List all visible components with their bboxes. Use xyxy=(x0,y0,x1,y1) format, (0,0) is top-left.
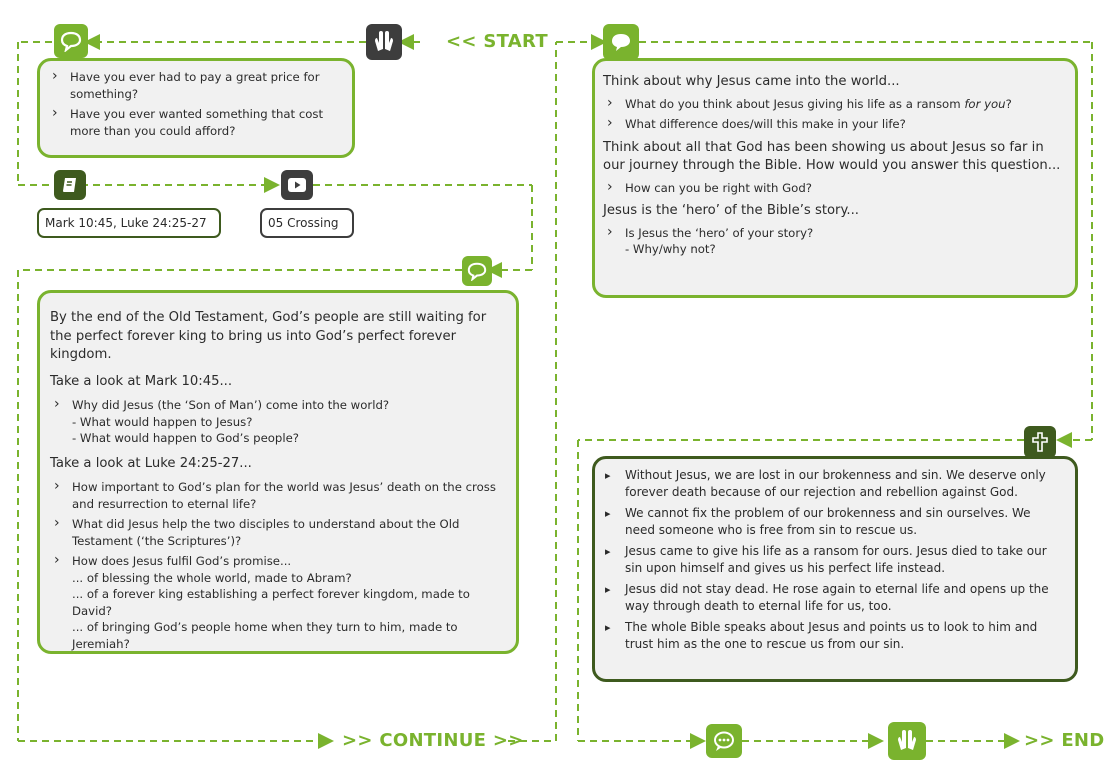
list-item: Why did Jesus (the ‘Son of Man’) come in… xyxy=(50,396,502,447)
list-item: We cannot fix the problem of our brokenn… xyxy=(603,505,1061,539)
list-item: Have you ever had to pay a great price f… xyxy=(48,68,338,102)
lead-text: Think about all that God has been showin… xyxy=(603,139,1061,174)
bible-icon xyxy=(54,170,86,200)
end-label[interactable]: >> END xyxy=(1024,730,1105,751)
bible-reference[interactable]: Mark 10:45, Luke 24:25-27 xyxy=(37,208,221,238)
list-item: Jesus came to give his life as a ransom … xyxy=(603,543,1061,577)
lead-text: Jesus is the ‘hero’ of the Bible’s story… xyxy=(603,203,859,218)
list-item: Have you ever wanted something that cost… xyxy=(48,105,338,139)
main-discussion-box: By the end of the Old Testament, God’s p… xyxy=(37,290,519,654)
section-heading: Take a look at Luke 24:25-27... xyxy=(50,455,252,471)
video-reference[interactable]: 05 Crossing xyxy=(260,208,354,238)
prayer-hands-icon xyxy=(888,722,926,760)
start-label[interactable]: << START xyxy=(446,31,548,52)
chat-bubble-icon xyxy=(706,724,742,758)
warmup-question-box: Have you ever had to pay a great price f… xyxy=(37,58,355,158)
list-item: How important to God’s plan for the worl… xyxy=(50,478,502,512)
list-item: What difference does/will this make in y… xyxy=(603,115,1061,133)
discussion-icon xyxy=(462,256,492,286)
list-item: Is Jesus the ‘hero’ of your story? - Why… xyxy=(603,224,1061,258)
list-item: Jesus did not stay dead. He rose again t… xyxy=(603,581,1061,615)
list-item: How does Jesus fulfil God’s promise... .… xyxy=(50,552,502,652)
discussion-icon xyxy=(54,24,88,58)
list-item: What do you think about Jesus giving his… xyxy=(603,95,1061,113)
video-reference-text: 05 Crossing xyxy=(268,216,339,230)
prayer-hands-icon xyxy=(366,24,402,60)
discussion-icon xyxy=(603,24,639,60)
list-item: What did Jesus help the two disciples to… xyxy=(50,515,502,549)
section-heading: Take a look at Mark 10:45... xyxy=(50,373,233,389)
list-item: How can you be right with God? xyxy=(603,179,1061,197)
list-item: The whole Bible speaks about Jesus and p… xyxy=(603,619,1061,653)
continue-label[interactable]: >> CONTINUE >> xyxy=(342,730,524,751)
bible-reference-text: Mark 10:45, Luke 24:25-27 xyxy=(45,216,207,230)
video-play-icon xyxy=(281,170,313,200)
cross-icon xyxy=(1024,426,1056,458)
list-item: Without Jesus, we are lost in our broken… xyxy=(603,467,1061,501)
lead-text: Think about why Jesus came into the worl… xyxy=(603,74,900,89)
intro-text: By the end of the Old Testament, God’s p… xyxy=(50,310,487,362)
truth-summary-box: Without Jesus, we are lost in our broken… xyxy=(592,456,1078,682)
reflection-box: Think about why Jesus came into the worl… xyxy=(592,58,1078,298)
